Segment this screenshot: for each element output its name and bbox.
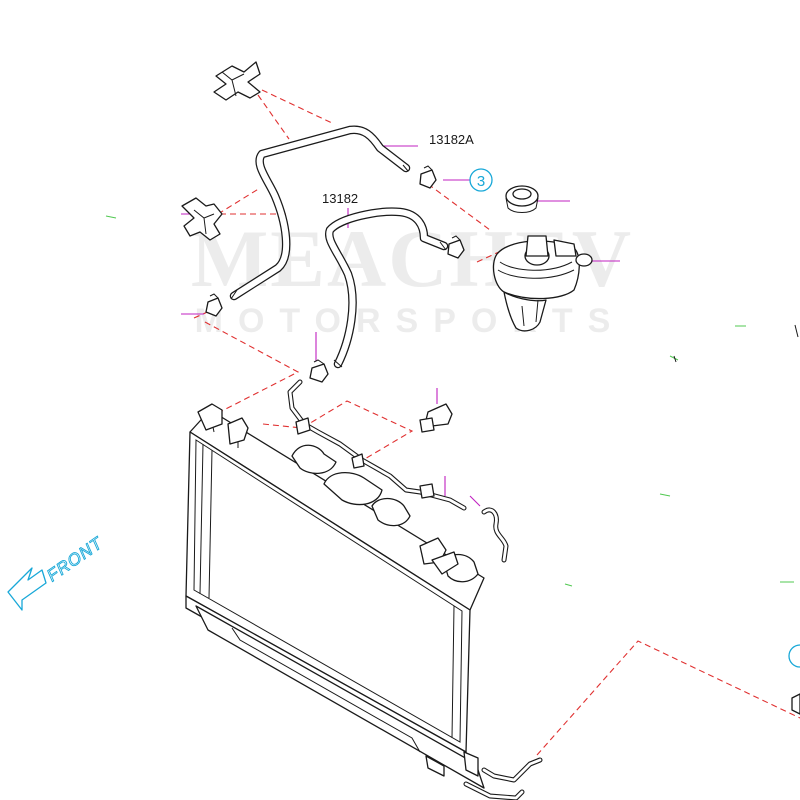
reference-number: 3 [477, 173, 485, 190]
coolant-reservoir [492, 235, 593, 332]
coolant-pipe-hook [481, 507, 509, 563]
hose-13182A [229, 125, 411, 301]
reference-circle-clipped [788, 644, 800, 668]
part-label-13182A: 13182A [429, 132, 474, 147]
hose-13182 [324, 207, 449, 369]
stray-marks [105, 215, 799, 587]
hose-clamp-d [309, 359, 329, 383]
radiator [185, 403, 485, 789]
part-label-13182: 13182 [322, 191, 358, 206]
hose-clip-middle [181, 197, 223, 241]
partial-part-right-edge [791, 693, 800, 715]
hose-clip-upper [213, 61, 261, 101]
coolant-pipe-upper [287, 379, 467, 511]
dashed-leader-lines [193, 89, 800, 756]
reference-callout-3: 3 [469, 168, 493, 192]
reservoir-cap [505, 185, 539, 213]
front-label: FRONT [43, 533, 106, 585]
hose-clamp-b [447, 235, 465, 259]
reference-circle [469, 168, 493, 192]
hose-clamp-a [419, 165, 437, 189]
coolant-pipe-lower [463, 757, 543, 800]
front-direction-indicator: FRONT [7, 532, 107, 611]
front-arrow-icon [7, 567, 47, 611]
watermark-sub-text: MOTORSPORTS [195, 302, 626, 340]
reservoir-outlet [575, 253, 593, 267]
hose-clamp-c [205, 293, 223, 317]
bolt [419, 403, 453, 433]
